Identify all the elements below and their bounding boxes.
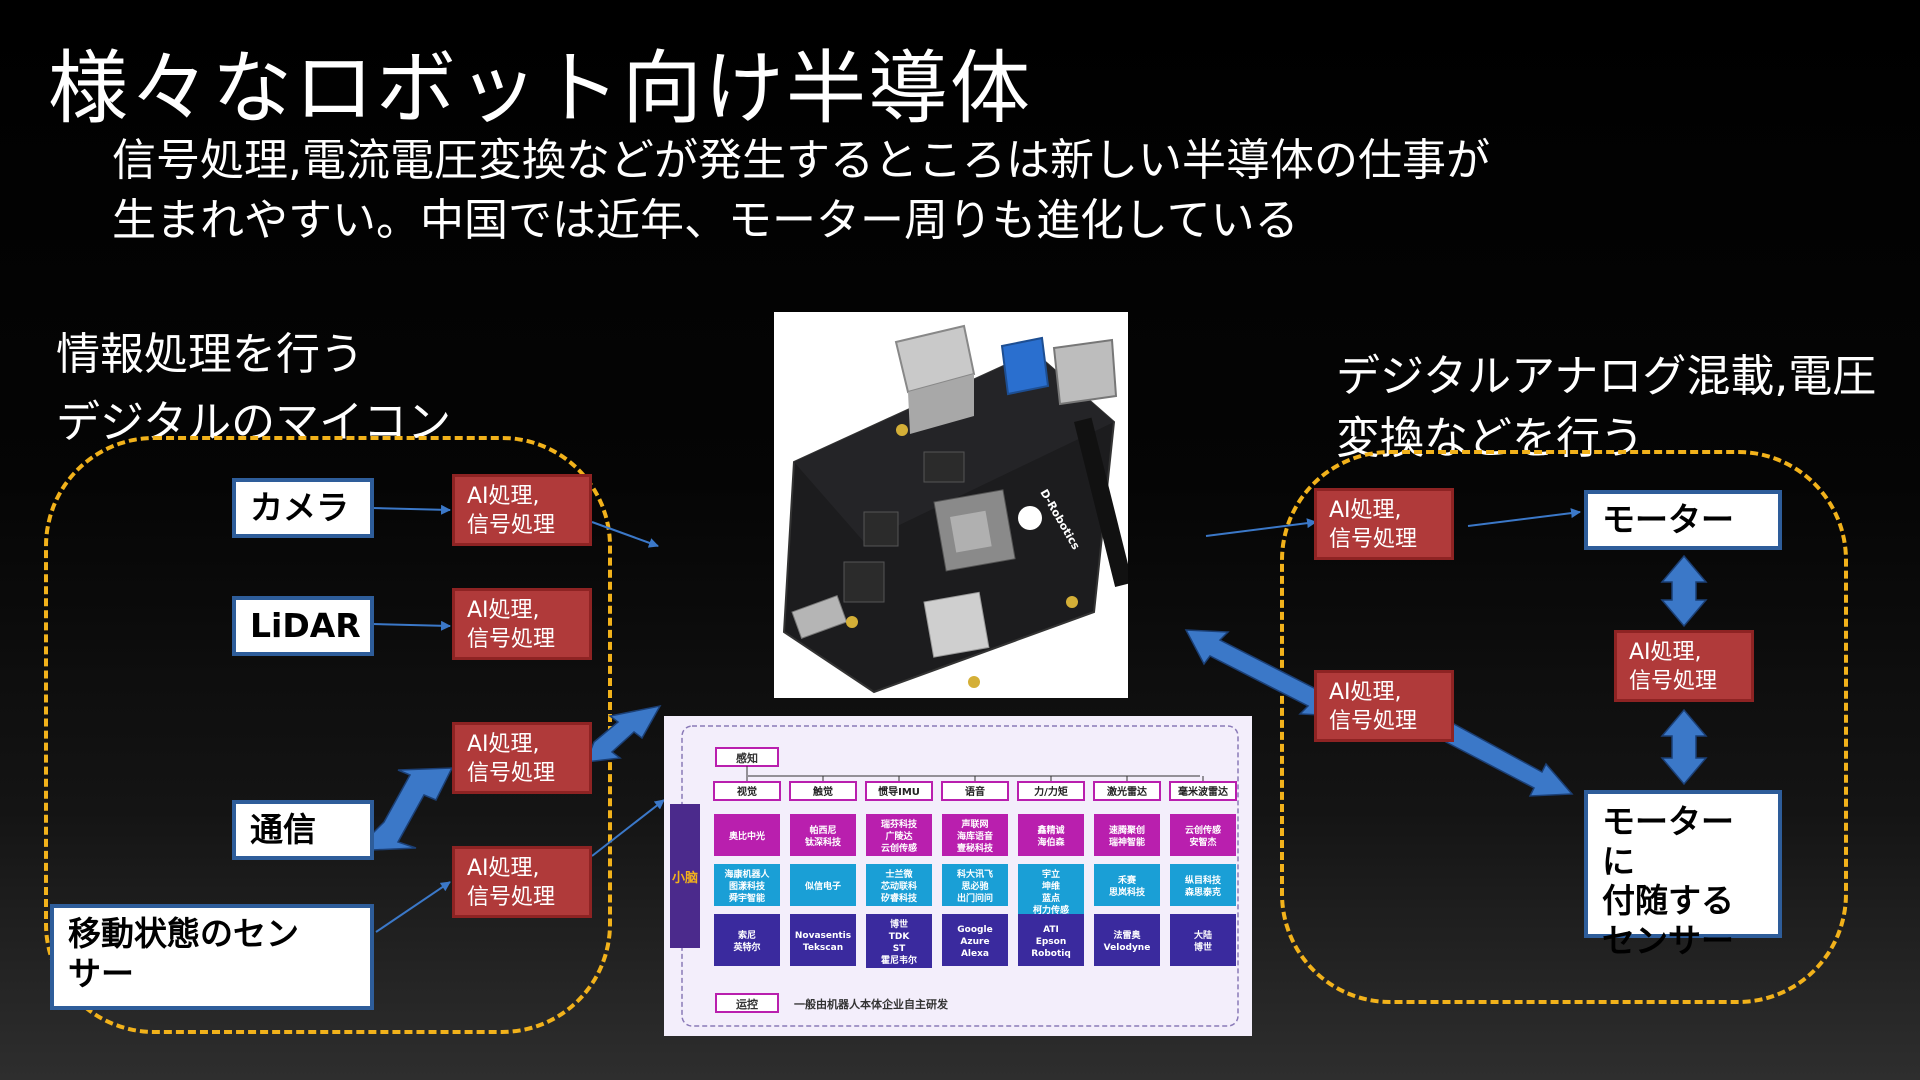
eco-cell-text: 声联网海库语音壹秘科技 <box>957 818 994 854</box>
slide-title: 様々なロボット向け半導体 <box>48 42 1032 135</box>
eco-cell-text: 大陆博世 <box>1194 929 1212 953</box>
eco-bottom-label: 运控 <box>736 997 758 1011</box>
processing-box-lidar: AI処理, 信号処理 <box>452 588 592 660</box>
eco-column-header-box <box>1017 781 1085 801</box>
eco-column-header-box <box>1093 781 1161 801</box>
subtitle-line-2: 生まれやすい。中国では近年、モーター周りも進化している <box>112 195 1299 246</box>
eco-cell <box>866 914 932 968</box>
eco-cell <box>1018 914 1084 966</box>
eco-side-label: 小脑 <box>672 870 698 886</box>
eco-cell <box>866 814 932 856</box>
processing-box-communication: AI処理, 信号処理 <box>452 722 592 794</box>
eco-cell <box>1094 914 1160 966</box>
left-section-label-1: 情報処理を行う <box>56 329 364 380</box>
eco-cell-text: 瑞芬科技广陵达云创传感 <box>881 818 918 854</box>
eco-column-header: 惯导IMU <box>878 785 920 798</box>
eco-column-header: 触觉 <box>812 785 833 798</box>
eco-column-header-box <box>1169 781 1237 801</box>
eco-cell <box>942 864 1008 906</box>
sensor-ecosystem-image: 小脑 感知 运控 一般由机器人本体企业自主研发 视觉奥比中光海康机器人图漾科技舜… <box>664 716 1252 1036</box>
subtitle-line-1: 信号処理,電流電圧変換などが発生するところは新しい半導体の仕事が <box>112 135 1490 186</box>
eco-column-header: 语音 <box>965 785 985 798</box>
eco-cell <box>942 914 1008 966</box>
eco-column-header: 激光雷达 <box>1107 785 1147 798</box>
eco-cell-text: 士兰微芯动联科矽睿科技 <box>881 868 918 904</box>
eco-cell <box>1018 814 1084 856</box>
processing-box-board-link: AI処理, 信号処理 <box>1314 670 1454 742</box>
eco-cell-text: 帕西尼钛深科技 <box>805 824 842 848</box>
lidar-box: LiDAR <box>232 596 374 656</box>
motor-sensor-box: モーターに 付随する センサー <box>1584 790 1782 960</box>
eco-cell-text: 海康机器人图漾科技舜宇智能 <box>724 868 770 904</box>
eco-cell <box>714 864 780 906</box>
motion-sensor-box: 移動状態のセン サー <box>50 904 374 1010</box>
eco-cell <box>1094 864 1160 906</box>
processing-box-sensor-link: AI処理, 信号処理 <box>1614 630 1754 702</box>
eco-cell <box>1170 914 1236 966</box>
eco-cell <box>1170 864 1236 906</box>
eco-cell <box>942 814 1008 856</box>
eco-column-header-box <box>941 781 1009 801</box>
eco-column-header: 视觉 <box>737 785 757 798</box>
right-group-outline <box>1280 450 1848 1004</box>
eco-column-header-box <box>713 781 781 801</box>
eco-cell <box>1094 814 1160 856</box>
processing-box-camera: AI処理, 信号処理 <box>452 474 592 546</box>
eco-cell-text: 云创传感安智杰 <box>1185 824 1221 848</box>
eco-cell <box>790 814 856 856</box>
eco-column-header: 力/力矩 <box>1034 785 1068 798</box>
eco-column-header: 毫米波雷达 <box>1178 785 1228 798</box>
eco-cell <box>790 864 856 906</box>
eco-cell-text: 奥比中光 <box>728 830 765 842</box>
eco-cell-text: 宇立坤维蓝点柯力传感 <box>1033 868 1069 916</box>
eco-cell <box>1018 864 1084 918</box>
processing-box-motion: AI処理, 信号処理 <box>452 846 592 918</box>
camera-box: カメラ <box>232 478 374 538</box>
eco-top-label: 感知 <box>736 751 758 765</box>
eco-cell-text: 索尼英特尔 <box>732 929 760 953</box>
eco-cell-text: 纵目科技森思泰克 <box>1185 874 1222 898</box>
eco-cell <box>714 814 780 856</box>
eco-column-header-box <box>789 781 857 801</box>
motor-box: モーター <box>1584 490 1782 550</box>
eco-column-header-box <box>865 781 933 801</box>
eco-cell <box>714 914 780 966</box>
eco-cell-text: 科大讯飞思必驰出门问问 <box>957 868 993 904</box>
eco-cell <box>866 864 932 906</box>
robotics-board-image: D-Robotics <box>774 312 1128 698</box>
right-section-label-1: デジタルアナログ混載,電圧 <box>1336 351 1877 402</box>
eco-cell-text: 似信电子 <box>804 880 841 892</box>
eco-cell <box>790 914 856 966</box>
eco-cell-text: 鑫精诚海伯森 <box>1036 824 1065 848</box>
eco-bottom-note: 一般由机器人本体企业自主研发 <box>794 997 949 1011</box>
eco-cell-text: 禾赛思岚科技 <box>1109 874 1146 898</box>
communication-box: 通信 <box>232 800 374 860</box>
processing-box-motor: AI処理, 信号処理 <box>1314 488 1454 560</box>
eco-cell <box>1170 814 1236 856</box>
eco-cell-text: 速腾聚创瑞神智能 <box>1109 824 1145 848</box>
